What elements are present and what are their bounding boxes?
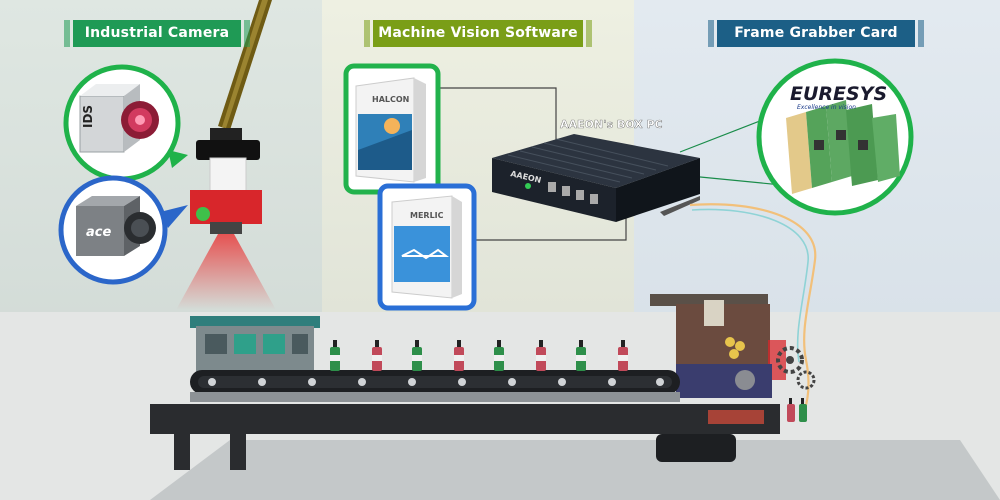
capper-base <box>676 364 772 398</box>
bottle-icon <box>494 340 504 371</box>
bottle-icon <box>372 340 382 371</box>
filler-machine-top <box>190 316 320 328</box>
gear-icon <box>776 346 816 390</box>
camera-status-light <box>196 207 210 221</box>
camera-light-beam <box>176 234 276 310</box>
euresys-tagline: Excellence in vision <box>797 104 856 111</box>
industrial-camera-label: Industrial Camera <box>64 20 250 47</box>
frame-grabber-card-icon <box>786 100 900 194</box>
halcon-connection-line <box>438 87 557 140</box>
merlic-connection-line <box>476 214 627 241</box>
ids-camera-icon <box>79 84 159 153</box>
floor-shadow <box>150 440 1000 500</box>
box-pc-icon <box>492 134 700 222</box>
bottle-icon <box>330 340 340 371</box>
camera-mount <box>210 128 242 142</box>
table-leg-left <box>174 430 190 470</box>
merlic-software-box-icon <box>391 195 462 299</box>
frame-grabber-card-label: Frame Grabber Card <box>708 20 924 47</box>
ace-camera-logo: ace <box>86 225 111 240</box>
conveyor-table <box>150 404 780 434</box>
bottle-icon <box>787 398 795 422</box>
box-pc-title: AAEON's BOX PC <box>560 118 663 131</box>
bottle-icon <box>618 340 628 371</box>
halcon-logo: HALCON <box>372 95 409 104</box>
bottle-icon <box>412 340 422 371</box>
bottle-icon <box>799 398 807 422</box>
camera-body <box>209 157 247 193</box>
camera-cable <box>689 203 817 421</box>
halcon-software-box-icon <box>355 77 426 183</box>
ids-camera-logo: IDS <box>81 105 95 128</box>
machine-vision-software-label: Machine Vision Software <box>364 20 592 47</box>
bottle-icon <box>454 340 464 371</box>
bottle-icon <box>536 340 546 371</box>
conveyor-rollers <box>208 378 664 386</box>
euresys-logo: EURESYS <box>790 83 887 105</box>
ace-camera-icon <box>76 196 156 256</box>
merlic-logo: MERLIC <box>410 211 444 220</box>
bottle-icon <box>576 340 586 371</box>
